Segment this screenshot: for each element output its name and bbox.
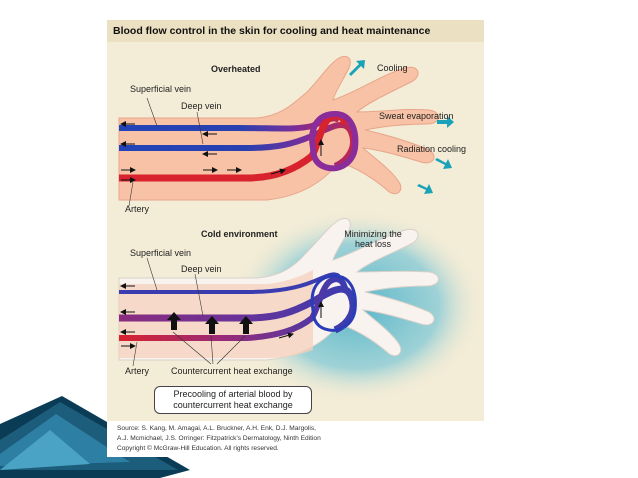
- superficial-vein-cold-label: Superficial vein: [130, 248, 192, 258]
- skin-blood-flow-figure: Blood flow control in the skin for cooli…: [107, 20, 484, 457]
- cold-environment-heading: Cold environment: [201, 229, 278, 239]
- sweat-evaporation-label: Sweat evaporation: [379, 111, 454, 121]
- cold-panel: [118, 210, 483, 402]
- overheated-panel: [118, 55, 454, 207]
- title-bar: [107, 20, 484, 42]
- deep-vein-overheated: [119, 122, 356, 169]
- deep-vein-cold-label: Deep vein: [181, 264, 222, 274]
- artery-cold-label: Artery: [125, 366, 150, 376]
- capillary-loop-overheated: [309, 110, 359, 172]
- source-citation: Source: S. Kang, M. Amagai, A.L. Bruckne…: [107, 421, 484, 457]
- superficial-vein-cold: [119, 272, 341, 294]
- diagram-canvas: [118, 55, 483, 402]
- source-line-3: Copyright © McGraw-Hill Education. All r…: [117, 445, 279, 452]
- deep-vein-label: Deep vein: [181, 101, 222, 111]
- source-line-1: Source: S. Kang, M. Amagai, A.L. Bruckne…: [117, 425, 316, 432]
- capillary-loop-cold: [310, 274, 357, 332]
- heat-exchange-arrow-icon: [167, 312, 253, 334]
- flow-arrow-icon: [278, 332, 294, 339]
- artery-label: Artery: [125, 204, 150, 214]
- superficial-vein-label: Superficial vein: [130, 84, 192, 94]
- figure-title: Blood flow control in the skin for cooli…: [113, 25, 431, 37]
- precooling-callout: Precooling of arterial blood by counterc…: [154, 386, 312, 414]
- flow-arrow-icon: [270, 168, 286, 175]
- deep-vein-cold: [119, 285, 357, 334]
- radiation-cooling-label: Radiation cooling: [397, 144, 467, 154]
- countercurrent-heat-exchange-label: Countercurrent heat exchange: [171, 366, 293, 376]
- cooling-label: Cooling: [377, 63, 408, 73]
- source-line-2: A.J. Mcmichael, J.S. Orringer: Fitzpatri…: [117, 435, 321, 442]
- minimizing-heat-loss-label: Minimizing the heat loss: [344, 229, 402, 249]
- overheated-heading: Overheated: [211, 64, 261, 74]
- cooling-arrow-icon: [349, 60, 454, 194]
